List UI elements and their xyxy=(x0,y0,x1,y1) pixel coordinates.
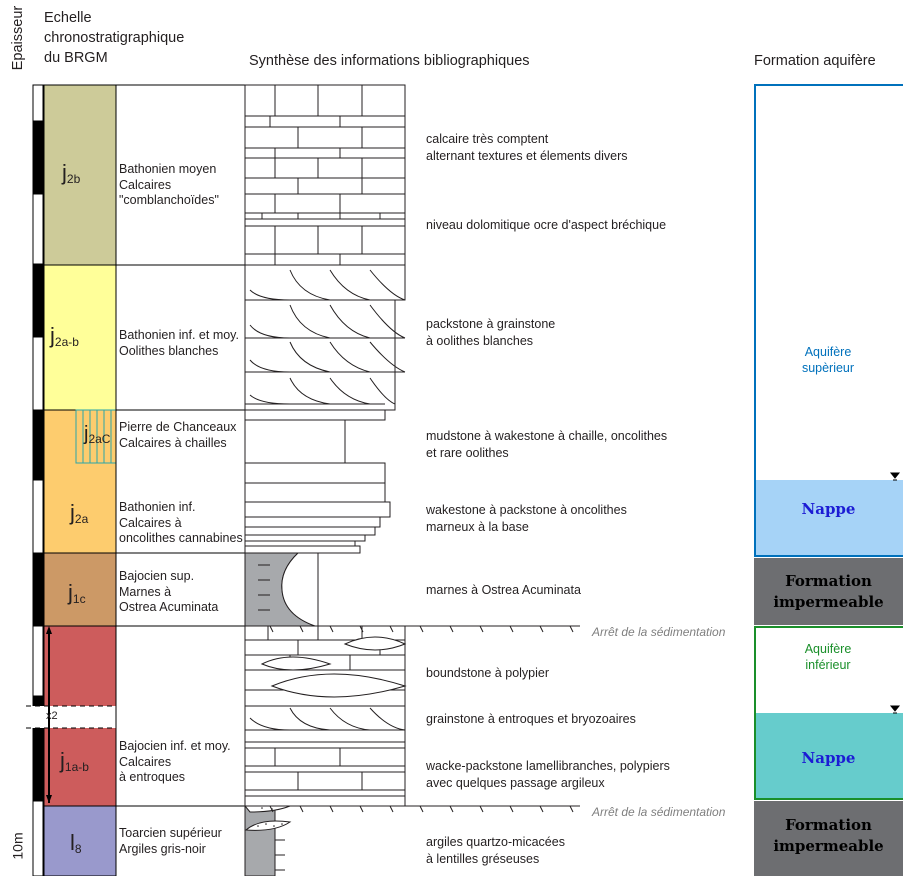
label-column xyxy=(115,84,246,807)
upper-nappe-label: Nappe xyxy=(801,500,856,518)
description-7: boundstone à polypier xyxy=(426,666,550,680)
unit-j1c xyxy=(43,552,117,627)
scale-break-label: x2 xyxy=(46,710,58,722)
unit-label-j2b: Bathonien moyen Calcaires "comblanchoïde… xyxy=(119,162,219,207)
description-1: calcaire très comptent alternant texture… xyxy=(426,132,628,163)
synthesis-header: Synthèse des informations bibliographiqu… xyxy=(249,53,530,69)
unit-label-j2a-b: Bathonien inf. et moy. Oolithes blanches xyxy=(119,328,239,358)
unit-label-j1c: Bajocien sup. Marnes à Ostrea Acuminata xyxy=(119,569,219,614)
description-10: argiles quartzo-micacées à lentilles gré… xyxy=(426,835,565,866)
scale-bar-label: 10m xyxy=(9,832,26,860)
unit-label-l8: Toarcien supérieur Argiles gris-noir xyxy=(119,826,222,856)
unit-code-j2ac: j2aC xyxy=(84,423,111,446)
lower-impermeable-label: Formation impermeable xyxy=(773,816,884,855)
unit-l8 xyxy=(43,805,117,876)
upper-impermeable-label: Formation impermeable xyxy=(773,572,884,611)
hiatus-label-upper: Arrêt de la sédimentation xyxy=(592,625,726,639)
thickness-scale xyxy=(32,84,44,876)
description-8: grainstone à entroques et bryozoaires xyxy=(426,712,636,726)
lower-aquifer-label: Aquifère inférieur xyxy=(804,642,852,672)
unit-j2b xyxy=(43,84,117,266)
unit-label-j2a: Bathonien inf. Calcaires à oncolithes ca… xyxy=(119,500,243,545)
scale-break xyxy=(20,626,130,803)
hiatus-label-lower: Arrêt de la sédimentation xyxy=(592,805,726,819)
unit-label-j1a-b: Bajocien inf. et moy. Calcaires à entroq… xyxy=(119,739,231,784)
description-9: wacke-packstone lamellibranches, polypie… xyxy=(426,759,670,790)
lithology-log xyxy=(243,84,407,876)
hiatus-lines xyxy=(245,625,580,813)
unit-code-j2b: j2b xyxy=(62,160,81,186)
unit-label-j2ac: Pierre de Chanceaux Calcaires à chailles xyxy=(119,420,237,450)
upper-aquifer-label: Aquifère supèrieur xyxy=(801,345,855,375)
description-3: packstone à grainstone à oolithes blanch… xyxy=(426,317,556,348)
unit-code-j2a: j2a xyxy=(70,500,89,526)
description-5: wakestone à packstone à oncolithes marne… xyxy=(426,503,627,534)
description-2: niveau dolomitique ocre d'aspect bréchiq… xyxy=(426,218,667,232)
aquifer-column xyxy=(754,84,903,876)
unit-code-j1a-b: j1a-b xyxy=(60,748,89,774)
lower-nappe-label: Nappe xyxy=(801,749,856,767)
unit-code-j1c: j1c xyxy=(68,580,86,606)
unit-code-j2a-b: j2a-b xyxy=(50,323,79,349)
aquifer-header: Formation aquifère xyxy=(754,53,876,69)
description-6: marnes à Ostrea Acuminata xyxy=(426,583,581,597)
unit-code-l8: l8 xyxy=(70,830,82,856)
unit-j2ac-inset xyxy=(75,409,117,464)
description-4: mudstone à wakestone à chaille, oncolith… xyxy=(426,429,668,460)
chronostratigraphic-scale-header: Echelle chronostratigraphique du BRGM xyxy=(44,10,185,66)
